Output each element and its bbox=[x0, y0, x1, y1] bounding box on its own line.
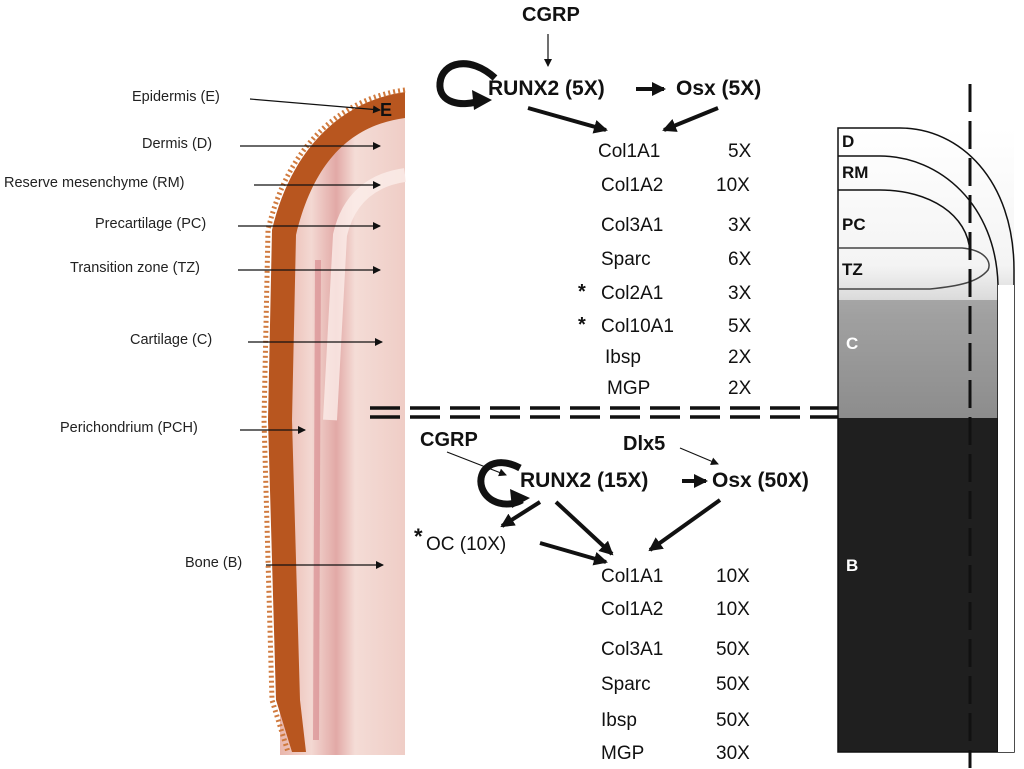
bottom-gene-name: Col3A1 bbox=[601, 639, 664, 660]
top-gene-fold: 3X bbox=[728, 215, 752, 236]
top-gene-name: Col2A1 bbox=[601, 283, 664, 304]
label-epidermis: Epidermis (E) bbox=[132, 89, 220, 105]
top-gene-name: Ibsp bbox=[605, 347, 641, 368]
top-gene-fold: 5X bbox=[728, 141, 752, 162]
zone-d: D bbox=[842, 132, 855, 151]
top-gene-name: Col10A1 bbox=[601, 316, 674, 337]
top-gene-fold: 5X bbox=[728, 316, 752, 337]
bottom-oc: OC (10X) bbox=[426, 534, 507, 555]
label-dermis: Dermis (D) bbox=[142, 136, 213, 152]
bottom-gene-name: Col1A1 bbox=[601, 566, 664, 587]
bottom-gene-fold: 50X bbox=[716, 674, 750, 695]
zone-b: B bbox=[846, 556, 859, 575]
top-gene-fold: 6X bbox=[728, 249, 752, 270]
bottom-gene-name: Col1A2 bbox=[601, 599, 664, 620]
label-perichondrium: Perichondrium (PCH) bbox=[60, 420, 198, 436]
label-bone: Bone (B) bbox=[185, 555, 243, 571]
top-cgrp: CGRP bbox=[522, 4, 580, 26]
label-reserve-mesenchyme: Reserve mesenchyme (RM) bbox=[4, 175, 185, 191]
top-gene-name: MGP bbox=[607, 378, 651, 399]
bottom-gene-fold: 10X bbox=[716, 599, 750, 620]
bottom-gene-fold: 10X bbox=[716, 566, 750, 587]
bottom-cgrp: CGRP bbox=[420, 429, 478, 451]
bottom-pathway-arrows bbox=[446, 447, 722, 566]
bottom-gene-fold: 50X bbox=[716, 710, 750, 731]
asterisk-col2a1: * bbox=[578, 281, 586, 303]
zone-pc: PC bbox=[842, 215, 866, 234]
runx2-autoregulation-arrow bbox=[436, 60, 498, 108]
bottom-dlx5: Dlx5 bbox=[623, 433, 666, 455]
top-gene-name: Col3A1 bbox=[601, 215, 664, 236]
bottom-osx: Osx (50X) bbox=[712, 469, 809, 492]
bottom-gene-name: MGP bbox=[601, 743, 645, 764]
zone-c: C bbox=[846, 334, 859, 353]
tissue-body bbox=[280, 100, 405, 755]
tissue-pointer-arrows bbox=[238, 98, 384, 569]
bottom-gene-fold: 50X bbox=[716, 639, 750, 660]
schematic-rm-boundary bbox=[838, 189, 971, 253]
top-pathway-arrows bbox=[436, 34, 719, 134]
schematic-tz-boundary bbox=[838, 247, 990, 290]
bottom-gene-fold: 30X bbox=[716, 743, 750, 764]
cartilage-band bbox=[323, 168, 407, 421]
schematic-outer-outline bbox=[837, 127, 1015, 753]
label-transition-zone: Transition zone (TZ) bbox=[70, 260, 200, 276]
top-gene-fold: 2X bbox=[728, 347, 752, 368]
top-runx2: RUNX2 (5X) bbox=[488, 77, 605, 100]
image-letter-e: E bbox=[380, 100, 393, 120]
label-precartilage: Precartilage (PC) bbox=[95, 216, 207, 232]
asterisk-col10a1: * bbox=[578, 314, 586, 336]
perichondrium-band bbox=[313, 259, 321, 741]
bottom-gene-name: Sparc bbox=[601, 674, 651, 695]
zone-tz: TZ bbox=[842, 260, 863, 279]
runx2-autoregulation-arrow-bottom bbox=[477, 459, 524, 508]
top-gene-name: Sparc bbox=[601, 249, 651, 270]
top-gene-fold: 3X bbox=[728, 283, 752, 304]
schematic-dermis-boundary bbox=[838, 155, 999, 752]
top-gene-name: Col1A2 bbox=[601, 175, 664, 196]
asterisk-oc: * bbox=[414, 524, 423, 549]
epidermis-layer bbox=[268, 92, 405, 752]
top-gene-fold: 10X bbox=[716, 175, 750, 196]
top-osx: Osx (5X) bbox=[676, 77, 762, 100]
bottom-gene-name: Ibsp bbox=[601, 710, 637, 731]
zone-schematic bbox=[837, 84, 1015, 768]
label-cartilage: Cartilage (C) bbox=[130, 332, 213, 348]
zone-rm: RM bbox=[842, 163, 869, 182]
bottom-runx2: RUNX2 (15X) bbox=[520, 469, 649, 492]
top-gene-fold: 2X bbox=[728, 378, 752, 399]
top-gene-name: Col1A1 bbox=[598, 141, 661, 162]
tissue-section bbox=[261, 87, 407, 755]
